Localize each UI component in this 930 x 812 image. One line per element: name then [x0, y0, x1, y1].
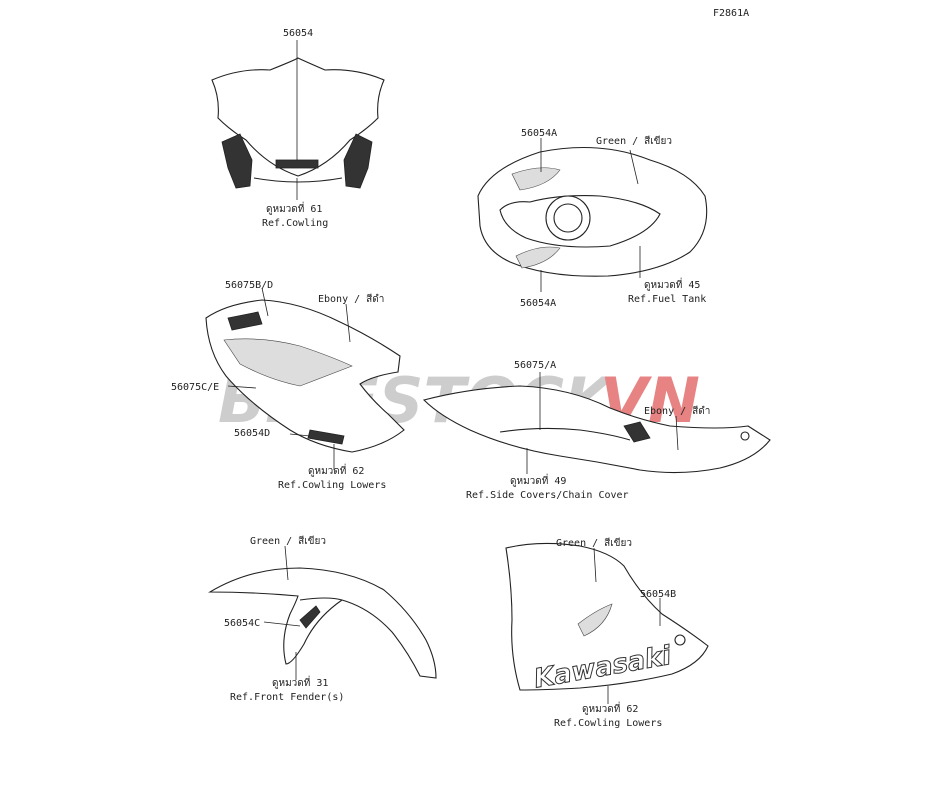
ref-th-windshield: ดูหมวดที่ 61	[266, 201, 322, 215]
front-fender-part[interactable]	[208, 567, 437, 679]
label-56054A-bottom: 56054A	[520, 298, 556, 309]
ref-en-side-cover: Ref.Side Covers/Chain Cover	[466, 490, 629, 501]
cowling-lower-stripe	[577, 603, 613, 637]
side-cover-decal	[623, 421, 651, 443]
label-cowling-lower-color: Green / สีเขียว	[556, 537, 632, 549]
ref-en-cowling-left: Ref.Cowling Lowers	[278, 480, 386, 491]
label-side-cover-color: Ebony / สีดำ	[644, 405, 710, 417]
windshield-right-bracket	[343, 133, 373, 189]
cowling-lower-group: Kawasaki Green / สีเขียว 56054B ดูหมวดที…	[505, 537, 709, 729]
label-56054B: 56054B	[640, 589, 676, 600]
label-56075A: 56075/A	[514, 360, 556, 371]
ref-en-cowling-lower: Ref.Cowling Lowers	[554, 718, 662, 729]
diagram-code: F2861A	[713, 8, 749, 19]
ref-th-fuel-tank: ดูหมวดที่ 45	[644, 277, 700, 291]
label-56054: 56054	[283, 28, 313, 39]
label-fender-color: Green / สีเขียว	[250, 535, 326, 547]
side-cover-part[interactable]	[422, 385, 771, 474]
label-56075BD: 56075B/D	[225, 280, 273, 291]
front-fender-group: Green / สีเขียว 56054C ดูหมวดที่ 31 Ref.…	[208, 535, 437, 703]
windshield-group: 56054 ดูหมวดที่ 61 Ref.Cowling	[211, 28, 385, 229]
cowling-left-decal	[223, 338, 353, 387]
label-56075CE: 56075C/E	[171, 382, 219, 393]
fuel-tank-group: 56054A Green / สีเขียว 56054A ดูหมวดที่ …	[477, 128, 708, 309]
cowling-left-group: 56075B/D Ebony / สีดำ 56075C/E 56054D ดู…	[171, 280, 405, 491]
windshield-decal	[275, 159, 319, 169]
cowling-left-logo	[227, 311, 263, 331]
cowling-left-lower-decal	[307, 429, 345, 445]
label-56054D: 56054D	[234, 428, 270, 439]
ref-th-cowling-left: ดูหมวดที่ 62	[308, 463, 364, 477]
fuel-tank-decal-bottom	[515, 246, 561, 269]
windshield-left-bracket	[221, 133, 253, 189]
ref-en-windshield: Ref.Cowling	[262, 218, 328, 229]
label-56054C: 56054C	[224, 618, 260, 629]
ref-en-fuel-tank: Ref.Fuel Tank	[628, 294, 706, 305]
side-cover-group: 56075/A Ebony / สีดำ ดูหมวดที่ 49 Ref.Si…	[422, 360, 771, 501]
front-fender-decal	[299, 605, 321, 629]
label-56054A-top: 56054A	[521, 128, 557, 139]
ref-th-front-fender: ดูหมวดที่ 31	[272, 675, 328, 689]
fuel-tank-decal-top	[511, 167, 561, 191]
cowling-lower-part[interactable]	[505, 542, 709, 691]
ref-en-front-fender: Ref.Front Fender(s)	[230, 692, 344, 703]
ref-th-cowling-lower: ดูหมวดที่ 62	[582, 701, 638, 715]
label-cowling-left-color: Ebony / สีดำ	[318, 293, 384, 305]
ref-th-side-cover: ดูหมวดที่ 49	[510, 473, 566, 487]
label-fuel-tank-color: Green / สีเขียว	[596, 135, 672, 147]
